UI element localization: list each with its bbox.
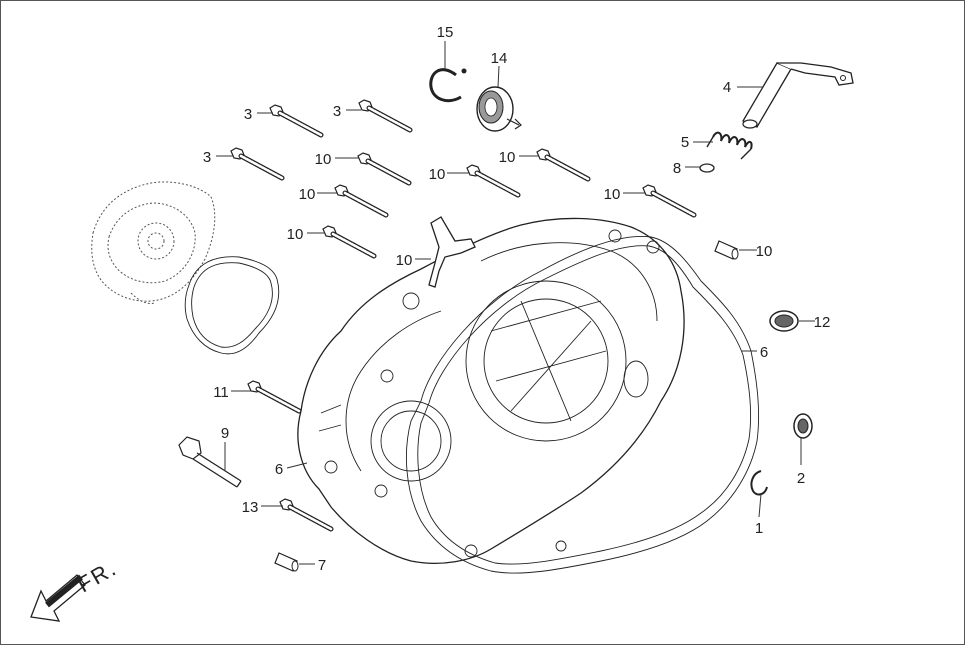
callout-10-a: 10 [315, 151, 332, 168]
callout-10-b: 10 [429, 166, 446, 183]
bolt-10-b [467, 165, 518, 195]
callout-10-d: 10 [299, 186, 316, 203]
leader-lines [216, 41, 815, 565]
callout-1: 6 [275, 461, 283, 478]
front-direction-arrow-icon [30, 574, 86, 622]
circlip-7 [750, 470, 768, 496]
cover-gasket [184, 256, 280, 355]
bolt-10-a [358, 153, 409, 183]
dotted-cover-outline [91, 181, 216, 304]
callout-15: 15 [437, 24, 454, 41]
callout-10-h: 13 [242, 499, 259, 516]
bolt-10-c [537, 149, 588, 179]
washer-8 [699, 163, 715, 173]
bolt-10-h [280, 499, 331, 529]
callout-8: 8 [673, 160, 681, 177]
callout-6-a: 10 [756, 243, 773, 260]
callout-14: 14 [491, 50, 508, 67]
callout-5: 5 [681, 134, 689, 151]
callout-3-c: 3 [203, 149, 211, 166]
callout-9: 12 [814, 314, 831, 331]
crankcase-cover [297, 217, 685, 564]
callout-7: 1 [755, 520, 763, 537]
oil-seal-9 [769, 310, 799, 332]
callout-4: 4 [723, 79, 731, 96]
callout-3-b: 3 [333, 103, 341, 120]
dowel-pin-6-upper [714, 240, 739, 260]
callout-13: 2 [797, 470, 805, 487]
callout-10-g: 11 [213, 384, 229, 401]
oil-seal-13 [793, 413, 813, 439]
dowel-pin-6-lower [274, 552, 299, 572]
callout-6-b: 7 [318, 557, 326, 574]
bolt-3-a [270, 105, 321, 135]
snap-ring-15 [429, 68, 467, 103]
callout-2: 6 [760, 344, 768, 361]
bolt-10-g [248, 381, 299, 411]
cover-gasket-large [405, 235, 760, 574]
bracket-12 [428, 216, 476, 288]
front-direction-label: FR. [73, 555, 121, 597]
callout-10-c: 10 [499, 149, 516, 166]
bolt-10-f [323, 226, 374, 256]
bolt-3-b [359, 100, 410, 130]
callout-12: 10 [396, 252, 413, 269]
bolt-10-e [643, 185, 694, 215]
callout-10-f: 10 [287, 226, 304, 243]
bolt-10-d [335, 185, 386, 215]
callout-3-a: 3 [244, 106, 252, 123]
callout-10-e: 10 [604, 186, 621, 203]
long-bolt-11 [178, 436, 242, 488]
callout-11: 9 [221, 425, 229, 442]
oil-filter-rotor-14 [476, 86, 522, 132]
bolt-3-c [231, 148, 282, 178]
shift-shaft-4 [742, 62, 854, 129]
spring-5 [706, 131, 753, 160]
